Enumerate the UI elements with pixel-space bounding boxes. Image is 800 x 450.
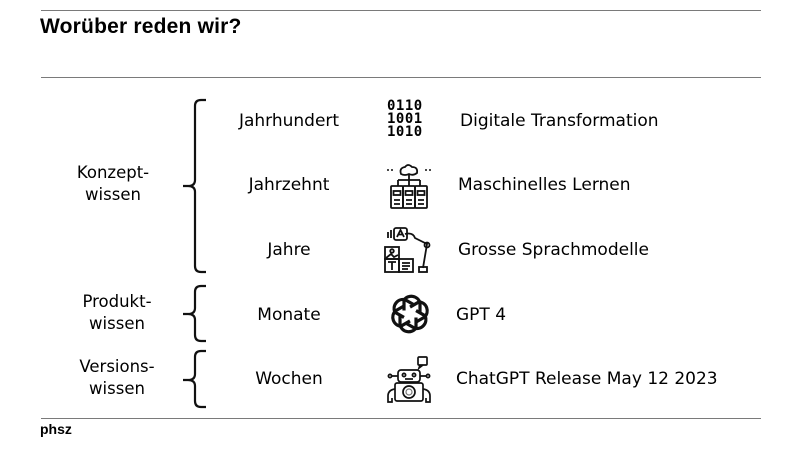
binary-line: 1001 xyxy=(387,111,423,127)
binary-line: 0110 xyxy=(387,98,423,114)
timescale-jahre: Jahre xyxy=(267,240,311,260)
topic-grosse-sprachmodelle: Grosse Sprachmodelle xyxy=(458,240,649,260)
timescale-jahrhundert: Jahrhundert xyxy=(238,111,340,131)
group-label-line: Produkt- xyxy=(82,292,152,311)
topic-digitale-transformation: Digitale Transformation xyxy=(460,111,659,131)
topic-gpt4: GPT 4 xyxy=(456,305,507,325)
robot-arm-language-icon xyxy=(384,227,431,273)
topic-chatgpt-release: ChatGPT Release May 12 2023 xyxy=(456,369,718,389)
title-divider xyxy=(41,77,761,78)
group-label-konzeptwissen: Konzept- wissen xyxy=(48,162,178,206)
group-label-line: Versions- xyxy=(79,357,155,376)
curly-brace-versions xyxy=(183,349,206,409)
timescale-monate: Monate xyxy=(257,305,321,325)
machine-learning-icon xyxy=(387,164,431,209)
slide-title: Worüber reden wir? xyxy=(40,15,242,38)
group-label-produktwissen: Produkt- wissen xyxy=(52,291,182,335)
curly-brace-konzept xyxy=(183,98,206,274)
top-divider xyxy=(41,10,761,11)
topic-maschinelles-lernen: Maschinelles Lernen xyxy=(458,175,631,195)
group-label-line: wissen xyxy=(89,379,145,398)
group-label-versionswissen: Versions- wissen xyxy=(52,356,182,400)
group-label-line: wissen xyxy=(85,185,141,204)
binary-line: 1010 xyxy=(387,124,423,140)
footer-divider xyxy=(41,418,761,419)
group-label-line: Konzept- xyxy=(76,163,150,182)
footer-logo-text: phsz xyxy=(40,421,72,437)
timescale-jahrzehnt: Jahrzehnt xyxy=(248,175,330,195)
chatbot-robot-icon xyxy=(387,356,431,403)
openai-logo-icon xyxy=(391,294,429,334)
binary-code-icon: 0110 1001 1010 xyxy=(387,98,423,140)
timescale-wochen: Wochen xyxy=(255,369,323,389)
group-label-line: wissen xyxy=(89,314,145,333)
curly-brace-produkt xyxy=(183,284,206,343)
